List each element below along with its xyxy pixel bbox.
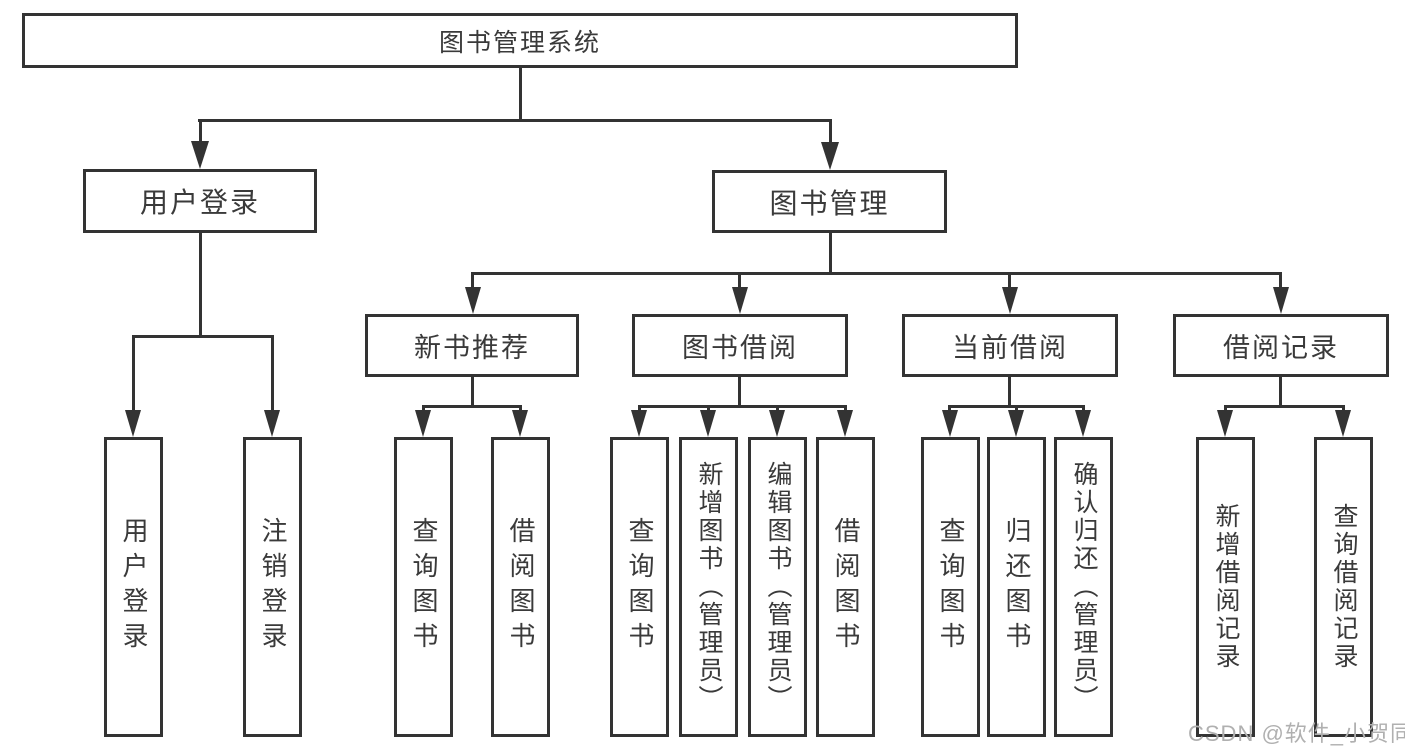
connector [132,335,135,412]
leaf-borrow-books-recommend: 借阅图书 [491,437,550,737]
connector [422,405,522,408]
connector [829,119,832,144]
arrowhead [1008,410,1024,437]
connector [948,405,951,414]
arrowhead [837,410,853,437]
arrowhead [125,410,141,437]
leaf-edit-books-admin: 编辑图书（管理员） [748,437,807,737]
node-new-book-recommend: 新书推荐 [365,314,579,377]
node-book-management: 图书管理 [712,170,947,233]
arrowhead [821,142,839,170]
connector [707,405,710,414]
connector [738,375,741,408]
connector [638,405,847,408]
node-user-login: 用户登录 [83,169,317,233]
arrowhead [1075,410,1091,437]
leaf-confirm-return-admin: 确认归还（管理员） [1054,437,1113,737]
arrowhead [191,141,209,169]
arrowhead [1217,410,1233,437]
leaf-add-books-admin: 新增图书（管理员） [679,437,738,737]
connector [1015,405,1018,414]
connector [1279,375,1282,408]
connector [829,231,832,275]
node-root: 图书管理系统 [22,13,1018,68]
connector [199,119,202,143]
connector [422,405,425,414]
connector [638,405,641,414]
connector [844,405,847,414]
connector [1279,272,1282,289]
connector [1224,405,1345,408]
node-book-borrow: 图书借阅 [632,314,848,377]
leaf-query-books-borrow: 查询图书 [610,437,669,737]
connector [471,272,474,289]
arrowhead [942,410,958,437]
connector [199,231,202,338]
leaf-add-borrow-record: 新增借阅记录 [1196,437,1255,737]
arrowhead [264,410,280,437]
connector [776,405,779,414]
connector [132,335,274,338]
connector [1008,272,1011,289]
leaf-query-books-recommend: 查询图书 [394,437,453,737]
leaf-logout: 注销登录 [243,437,302,737]
connector [271,335,274,412]
arrowhead [415,410,431,437]
leaf-user-login: 用户登录 [104,437,163,737]
connector [738,272,741,289]
leaf-query-books-current: 查询图书 [921,437,980,737]
arrowhead [700,410,716,437]
arrowhead [1335,410,1351,437]
connector [471,375,474,408]
connector [471,272,1282,275]
connector [198,119,832,122]
arrowhead [1002,287,1018,314]
arrowhead [631,410,647,437]
connector [1224,405,1227,414]
leaf-borrow-books: 借阅图书 [816,437,875,737]
arrowhead [732,287,748,314]
connector [519,405,522,414]
arrowhead [512,410,528,437]
arrowhead [465,287,481,314]
connector [519,66,522,122]
arrowhead [769,410,785,437]
arrowhead [1273,287,1289,314]
leaf-query-borrow-record: 查询借阅记录 [1314,437,1373,737]
connector [1008,375,1011,408]
csdn-watermark: CSDN @软件_小贺同学 [1188,721,1405,746]
node-current-borrow: 当前借阅 [902,314,1118,377]
connector [1342,405,1345,414]
node-borrow-records: 借阅记录 [1173,314,1389,377]
connector [1082,405,1085,414]
leaf-return-books: 归还图书 [987,437,1046,737]
